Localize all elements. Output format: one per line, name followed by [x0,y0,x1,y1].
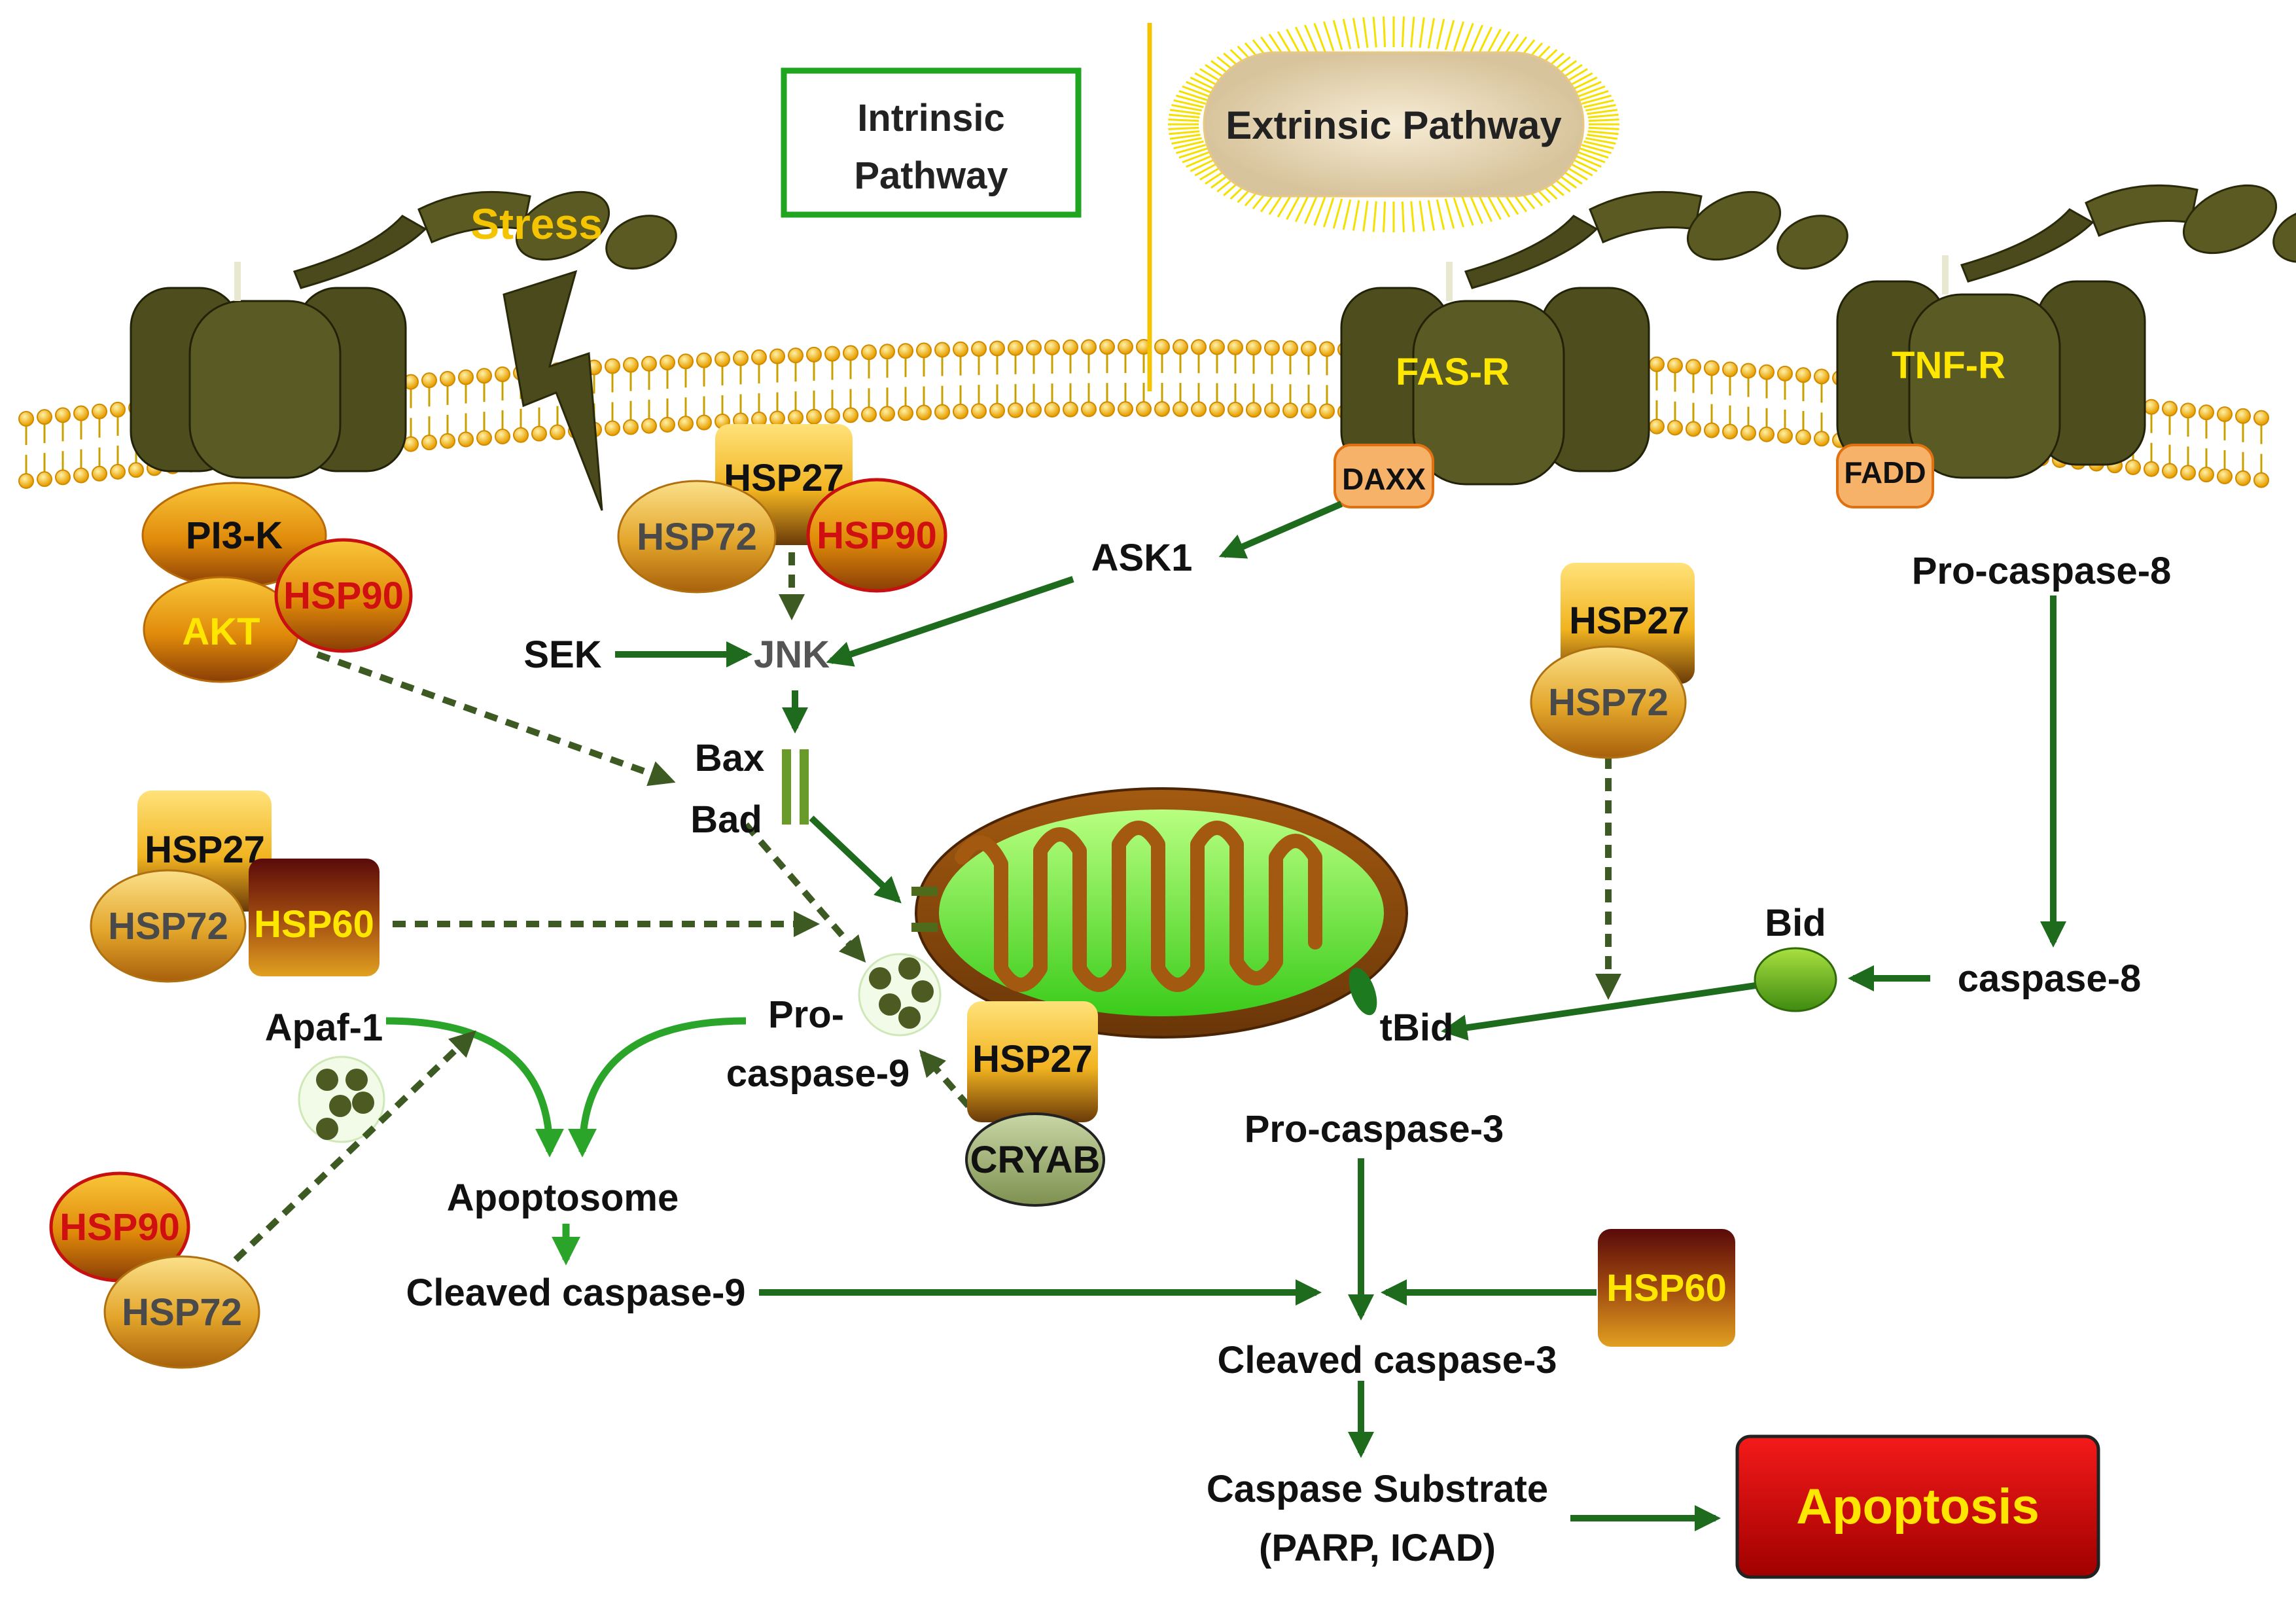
tbid-membrane-marker [1349,967,1377,1016]
bid-label: Bid [1765,902,1826,944]
hsp72-protein [103,1255,260,1369]
hsp72-protein [1530,645,1687,759]
hsp27-hsp72-complex-right: HSP27 HSP72 [1530,563,1695,759]
receptor-fas [1340,190,1848,486]
hsp90-label: HSP90 [817,514,937,557]
apaf1-label: Apaf-1 [265,1006,383,1049]
pro-caspase-8-label: Pro-caspase-8 [1912,550,2172,592]
hsp72-protein [90,869,247,983]
extrinsic-pathway-badge: Extrinsic Pathway [1168,16,1619,232]
hsp27-label: HSP27 [972,1038,1093,1080]
hsp27-hsp72-hsp60-complex: HSP27 HSP60 HSP72 [90,791,380,983]
hsp90-protein [274,538,413,653]
receptor-intrinsic [130,190,677,479]
hsp27-cryab-complex: HSP27 CRYAB [965,1001,1105,1207]
fas-receptor-label: FAS-R [1396,351,1510,393]
hsp27-hsp72-hsp90-complex: HSP27 HSP72 HSP90 [617,424,947,594]
hsp27-label: HSP27 [1569,599,1689,642]
daxx-label: DAXX [1342,462,1426,496]
hsp90-hsp72-complex-bottom: HSP90 HSP72 [49,1171,260,1369]
fadd-adaptor: FADD [1836,444,1934,508]
bid-protein [1754,947,1837,1012]
cleaved-caspase-9-label: Cleaved caspase-9 [406,1271,745,1314]
ask1-label: ASK1 [1091,537,1193,579]
cytochrome-cluster-apaf1 [298,1056,385,1143]
extrinsic-pathway-label: Extrinsic Pathway [1226,103,1562,147]
arrows-solid [615,501,2066,1531]
hsp27-protein [967,1001,1098,1122]
hsp72-label: HSP72 [1548,681,1669,724]
hsp60-bottom: HSP60 [1598,1229,1735,1347]
hsp90-label: HSP90 [60,1206,180,1249]
pro-caspase-3-label: Pro-caspase-3 [1245,1108,1504,1150]
hsp90-label: HSP90 [283,575,404,617]
tnf-receptor-label: TNF-R [1892,344,2005,387]
hsp90-protein [806,478,947,593]
cytochrome-cluster-procaspase9 [858,953,942,1037]
hsp27-label: HSP27 [145,828,265,871]
pro-caspase-9-label-line1: Pro- [768,993,844,1036]
jnk-label: JNK [754,633,830,676]
hsp60-label: HSP60 [1606,1267,1727,1309]
stress-label: Stress [470,200,603,248]
apoptosis-outcome-box: Apoptosis [1735,1434,2100,1579]
akt-label: AKT [182,611,260,653]
hsp60-protein [249,859,380,976]
cryab-protein [965,1112,1105,1207]
hsp72-label: HSP72 [108,905,228,948]
hsp60-protein [1598,1229,1735,1347]
fadd-label: FADD [1844,455,1926,489]
hsp72-label: HSP72 [122,1291,242,1334]
mitochondrion [911,787,1408,1039]
pi3k-label: PI3-K [186,514,283,557]
pi3k-akt-hsp90-complex: PI3-K AKT HSP90 [141,482,413,683]
stress-lightning-icon [503,270,603,511]
daxx-adaptor: DAXX [1333,444,1434,508]
caspase-8-label: caspase-8 [1958,957,2142,1000]
sek-label: SEK [523,633,601,676]
apoptosome-label: Apoptosome [447,1177,679,1219]
apoptosis-label: Apoptosis [1796,1479,2040,1535]
bax-label: Bax [695,737,764,779]
arrows-dotted [233,530,1621,1262]
tbid-label: tBid [1380,1006,1454,1049]
arrows-apoptosome [385,1017,747,1266]
caspase-substrate-label-line2: (PARP, ICAD) [1259,1527,1496,1569]
intrinsic-pathway-box: Intrinsic Pathway [781,67,1082,218]
cryab-label: CRYAB [970,1139,1101,1181]
intrinsic-pathway-label-line1: Intrinsic [857,97,1005,139]
caspase-substrate-label-line1: Caspase Substrate [1207,1468,1548,1510]
hsp72-protein [617,480,777,594]
hsp72-label: HSP72 [637,516,757,558]
intrinsic-pathway-label-line2: Pathway [854,154,1008,197]
cleaved-caspase-3-label: Cleaved caspase-3 [1217,1339,1557,1381]
receptor-tnf [1836,184,2296,479]
hsp60-label: HSP60 [254,903,374,946]
bad-label: Bad [690,798,762,841]
inhibition-bars [782,749,809,825]
pro-caspase-9-label-line2: caspase-9 [726,1052,910,1095]
